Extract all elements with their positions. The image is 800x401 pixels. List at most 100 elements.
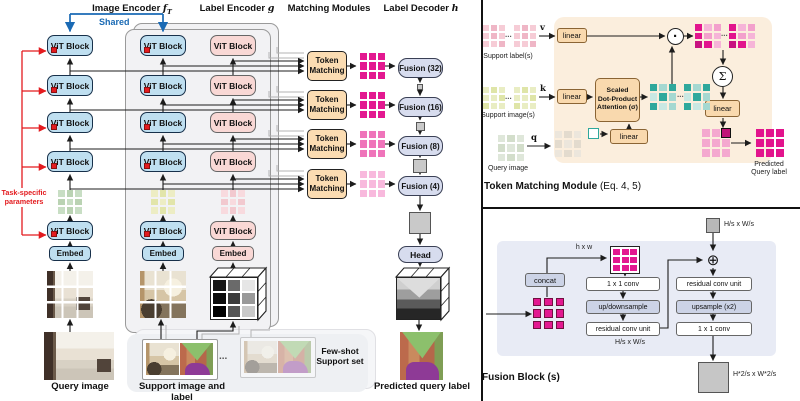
- support-label-image: [278, 341, 311, 373]
- embed-block: Embed: [212, 246, 254, 261]
- conv-1x1-box: 1 x 1 conv: [676, 322, 752, 336]
- feature-map-square: [409, 212, 431, 234]
- dot-product-circle: ·: [667, 28, 684, 45]
- label-encoder-header: Label Encoder g: [199, 3, 275, 14]
- ellipsis: ...: [721, 29, 728, 38]
- token-matching-module-caption: Token Matching Module (Eq. 4, 5): [484, 181, 642, 192]
- predicted-query-label-tokens: [756, 129, 784, 157]
- decoded-feature-cube: [396, 277, 441, 320]
- support-images-caption: Support image(s): [481, 112, 535, 119]
- vit-block: ViT Block: [140, 221, 186, 240]
- residual-conv-unit-box: residual conv unit: [586, 322, 660, 336]
- residual-conv-unit-box: residual conv unit: [676, 277, 752, 291]
- query-image-caption-right: Query image: [487, 165, 529, 172]
- linear-box: linear: [610, 129, 648, 144]
- feature-map-square: [413, 158, 427, 173]
- query-image-caption: Query image: [51, 381, 109, 392]
- linear-box: linear: [705, 100, 740, 117]
- vit-block: ViT Block: [210, 75, 256, 96]
- horizontal-divider: [482, 207, 800, 209]
- task-specific-red-square: [144, 86, 150, 93]
- output-label-tokens: [702, 128, 731, 157]
- support-photo: [244, 341, 277, 373]
- task-specific-red-square: [51, 123, 57, 130]
- sum-plus-circle: ⊕: [706, 252, 720, 269]
- token-matching-module: Token Matching: [307, 90, 347, 120]
- concat-box: concat: [525, 273, 565, 287]
- vit-block: ViT Block: [47, 35, 93, 56]
- query-token-grid: [58, 190, 82, 214]
- vit-block: ViT Block: [210, 221, 256, 240]
- task-specific-red-square: [51, 46, 57, 53]
- image-encoder-header: Image Encoder fT: [92, 3, 172, 16]
- support-pair-card: [142, 339, 218, 380]
- output-feature-square: [698, 362, 729, 393]
- input-token-grid: [533, 298, 564, 329]
- support-label-tokens: [514, 25, 536, 47]
- support-image-and-label-caption: Support image and label: [138, 381, 226, 401]
- vit-block: ViT Block: [47, 221, 93, 240]
- hxw-token-grid: [610, 246, 640, 274]
- vit-block: ViT Block: [210, 112, 256, 133]
- shared-label: Shared: [99, 17, 130, 27]
- vit-block: ViT Block: [47, 151, 93, 172]
- fusion-block-32: Fusion (32): [398, 58, 443, 78]
- up-downsample-box: up/downsample: [586, 300, 660, 314]
- attention-weight-tokens: [650, 84, 676, 110]
- query-tokens-faded: [555, 131, 581, 157]
- q-symbol: q: [531, 133, 537, 143]
- matched-token-grid: [360, 171, 385, 197]
- task-specific-red-square: [144, 162, 150, 169]
- support-image-token-grid: [151, 190, 175, 214]
- token-matching-module: Token Matching: [307, 169, 347, 199]
- embed-block: Embed: [49, 246, 91, 261]
- matching-modules-header: Matching Modules: [287, 3, 371, 14]
- fusion-block-caption: Fusion Block (s): [482, 372, 560, 383]
- k-symbol: k: [540, 84, 546, 94]
- query-image-patches: [47, 271, 93, 318]
- support-photo: [146, 343, 179, 375]
- upsample-x2-box: upsample (x2): [676, 300, 752, 314]
- support-ellipsis: ...: [219, 351, 228, 362]
- vit-block: ViT Block: [140, 112, 186, 133]
- task-specific-red-square: [51, 162, 57, 169]
- h-x-w-label: h x w: [575, 244, 593, 251]
- fusion-block-16: Fusion (16): [398, 97, 443, 117]
- feature-map-square: [417, 84, 423, 90]
- fusion-block-4: Fusion (4): [398, 176, 443, 196]
- vit-block: ViT Block: [140, 75, 186, 96]
- vit-block: ViT Block: [210, 151, 256, 172]
- input-feature-square: [706, 218, 720, 233]
- matched-token-grid: [360, 53, 385, 79]
- selected-query-token: [588, 128, 599, 139]
- ellipsis: ...: [677, 90, 684, 99]
- vit-block: ViT Block: [140, 151, 186, 172]
- fusion-block-8: Fusion (8): [398, 136, 443, 156]
- feature-map-square: [415, 121, 425, 131]
- sum-circle: Σ: [712, 66, 733, 87]
- task-specific-red-square: [144, 46, 150, 53]
- vit-block: ViT Block: [140, 35, 186, 56]
- query-image-tokens: [498, 135, 524, 161]
- hs-ws-label-bottom: H/s x W/s: [615, 339, 645, 346]
- query-image-photo: [44, 332, 114, 380]
- support-image-patches: [140, 271, 186, 318]
- v-symbol: v: [540, 23, 545, 33]
- task-specific-red-square: [51, 86, 57, 93]
- output-dims-label: H*2/s x W*2/s: [733, 371, 777, 378]
- task-specific-red-square: [144, 230, 150, 237]
- linear-box: linear: [557, 89, 587, 104]
- support-labels-caption: Support label(s): [483, 53, 533, 60]
- support-label-patch-cube: [210, 277, 258, 320]
- support-label-token-grid: [221, 190, 245, 214]
- task-specific-red-square: [51, 230, 57, 237]
- support-label-image: [180, 343, 213, 375]
- matched-token-grid: [360, 92, 385, 118]
- vit-block: ViT Block: [47, 112, 93, 133]
- token-matching-module: Token Matching: [307, 129, 347, 159]
